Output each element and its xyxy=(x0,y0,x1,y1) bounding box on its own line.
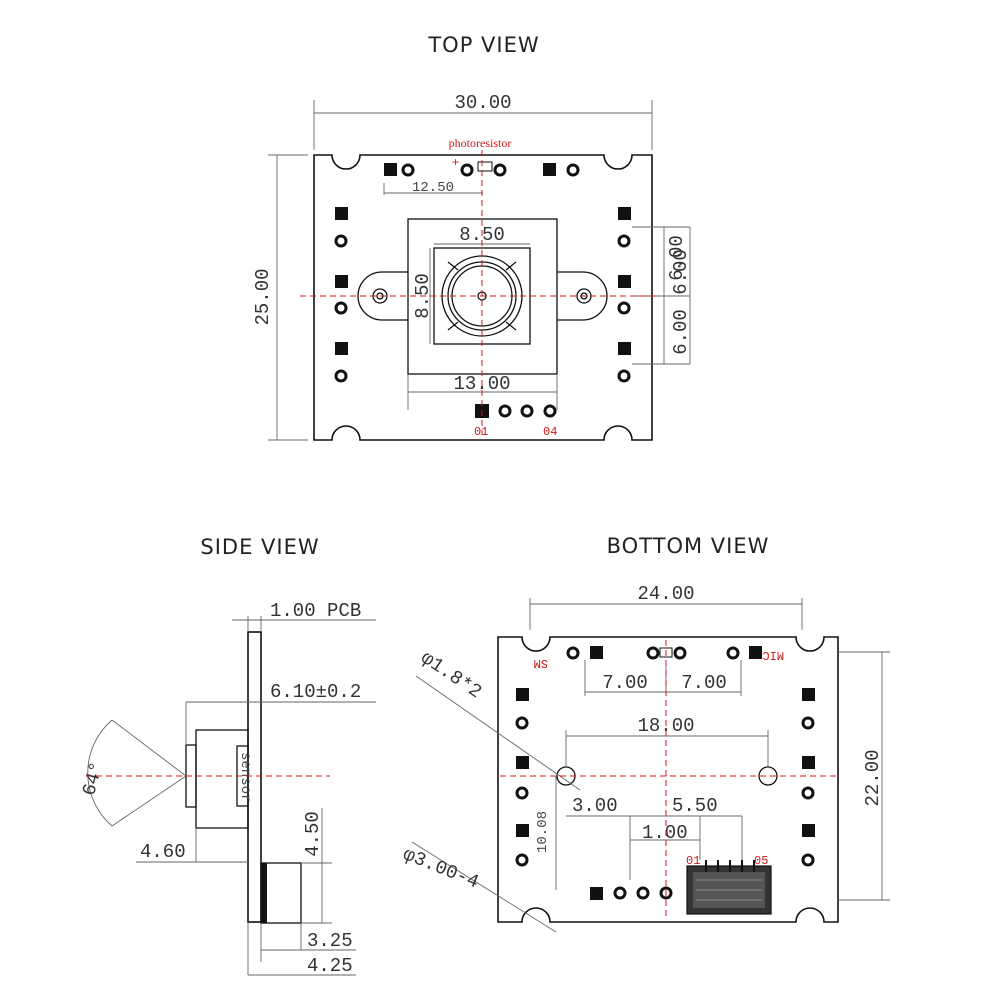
top-view: 30.00 25.00 photoresistor + 12.50 xyxy=(252,92,692,441)
connector-height-dim: 4.50 xyxy=(302,811,324,857)
conn-last-label: 05 xyxy=(754,854,768,868)
pitch-dim-c: 6.00 xyxy=(670,309,692,355)
sensor-label: sensor xyxy=(237,752,253,802)
pitch-left-dim: 7.00 xyxy=(602,672,648,694)
bottom-width-dim: 24.00 xyxy=(637,583,694,605)
connector-total-dim: 4.25 xyxy=(307,955,353,977)
module-height-dim: 6.10±0.2 xyxy=(270,681,361,703)
connector-offset-dim: 3.25 xyxy=(307,930,353,952)
label-mic: MIC xyxy=(762,648,784,662)
label-sm: SM xyxy=(534,656,548,670)
side-view-title: SIDE VIEW xyxy=(200,535,319,559)
bottom-view-title: BOTTOM VIEW xyxy=(607,534,770,558)
x1-dim: 3.00 xyxy=(572,795,618,817)
conn-first-label: 01 xyxy=(686,854,700,868)
bottom-pcb-outline xyxy=(497,636,839,923)
x2-dim: 5.50 xyxy=(672,795,718,817)
pin-last-label: 04 xyxy=(543,425,557,439)
pitch-dim-a: 6.00 xyxy=(666,235,688,281)
x3-dim: 1.00 xyxy=(642,822,688,844)
top-view-title: TOP VIEW xyxy=(427,33,539,57)
pitch-right-dim: 7.00 xyxy=(681,672,727,694)
photoresistor-label: photoresistor xyxy=(449,136,512,150)
pin-first-label: 01 xyxy=(474,425,488,439)
fov-angle-dim: 64° xyxy=(78,759,108,798)
y1-dim: 10.08 xyxy=(535,811,551,853)
photoresistor-footprint xyxy=(477,161,493,172)
top-offset-dim: 12.50 xyxy=(412,180,454,196)
pitch-dim-b: 6.00 xyxy=(670,249,692,295)
small-hole-dim: φ1.8*2 xyxy=(417,647,486,703)
svg-text:+: + xyxy=(452,156,459,170)
top-height-dim: 25.00 xyxy=(252,268,274,325)
large-hole-dim: φ3.00-4 xyxy=(400,843,482,893)
bottom-height-dim: 22.00 xyxy=(862,749,884,806)
top-width-dim: 30.00 xyxy=(454,92,511,114)
pcb-thickness-dim: 1.00 PCB xyxy=(270,600,361,622)
side-view: sensor 64° 1.00 PCB 6.10±0.2 4.60 4.50 xyxy=(78,600,376,977)
top-pcb-outline xyxy=(313,154,653,441)
top-pad xyxy=(384,163,397,176)
bottom-view: 24.00 22.00 SM MIC 7.00 7.00 xyxy=(400,583,890,933)
lens-depth-dim: 4.60 xyxy=(140,841,186,863)
fpc-connector xyxy=(686,860,772,915)
